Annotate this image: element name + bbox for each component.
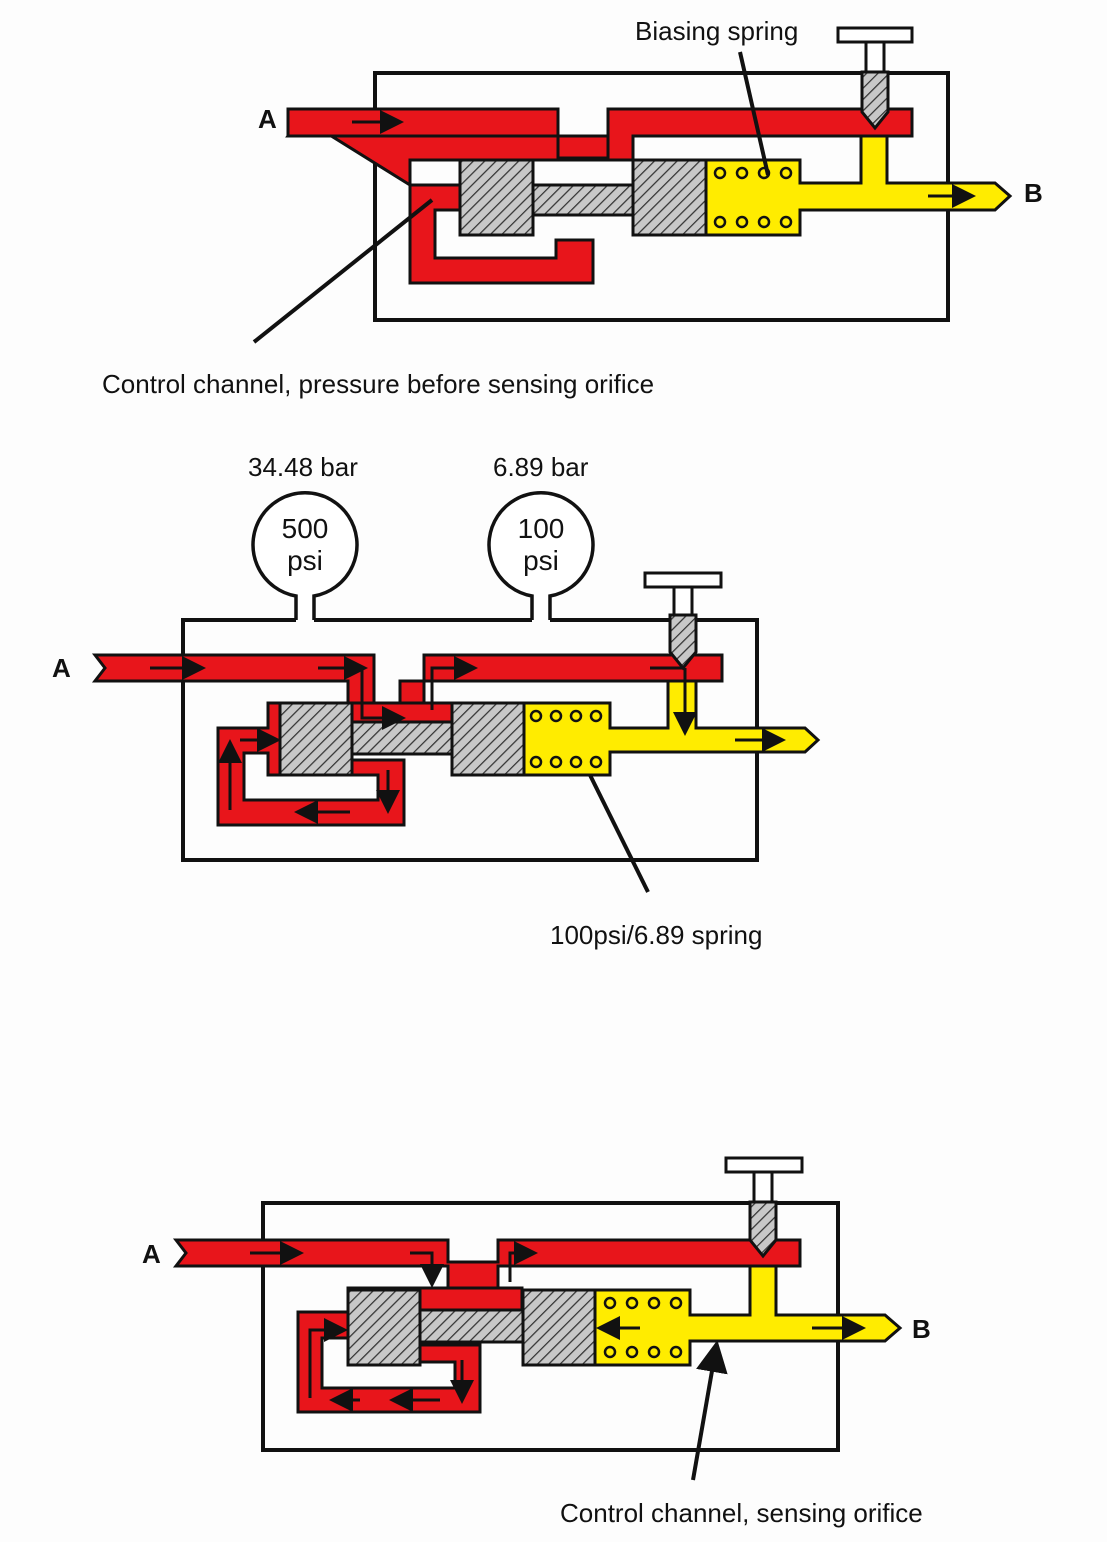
svg-text:500: 500: [282, 513, 329, 544]
port-b-label: B: [912, 1314, 931, 1344]
spring-coils: [713, 166, 793, 229]
spool-land-right: [521, 1288, 597, 1367]
adjustment-screw: [643, 571, 723, 671]
adjustment-screw: [836, 26, 914, 131]
top-valve: A B Biasing spring Control channel, pres…: [102, 16, 1043, 399]
spool-stem: [418, 1308, 525, 1344]
port-a-label: A: [258, 104, 277, 134]
bottom-valve: A B Control channel, sensing orifice: [142, 1156, 931, 1528]
gauge-left-bar: 34.48 bar: [248, 452, 358, 482]
spool-land-left: [278, 701, 354, 777]
spool-land-right: [450, 701, 526, 777]
high-pressure-channel: [91, 653, 724, 705]
spool-land-left: [458, 158, 535, 237]
spool-stem: [531, 183, 635, 217]
valve-body: [181, 618, 759, 862]
spool-stem: [350, 720, 454, 756]
gauge-right-bar: 6.89 bar: [493, 452, 589, 482]
spring-coils: [529, 709, 603, 769]
adjustment-screw: [724, 1156, 804, 1259]
port-b-label: B: [1024, 178, 1043, 208]
svg-text:psi: psi: [523, 545, 559, 576]
spring-coils: [603, 1296, 683, 1359]
sensing-orifice-label: Control channel, sensing orifice: [560, 1498, 923, 1528]
svg-text:psi: psi: [287, 545, 323, 576]
middle-valve: 34.48 bar 6.89 bar 500 psi 100 psi: [52, 452, 821, 950]
low-pressure-channel: [520, 679, 821, 777]
control-channel-label: Control channel, pressure before sensing…: [102, 369, 654, 399]
spool-land-right: [631, 158, 708, 237]
spool-land-left: [346, 1288, 422, 1367]
biasing-spring-label: Biasing spring: [635, 16, 798, 46]
svg-text:100: 100: [518, 513, 565, 544]
spring-label: 100psi/6.89 spring: [550, 920, 762, 950]
gauge-left: 500 psi: [251, 491, 359, 620]
low-pressure-channel: [703, 134, 1013, 237]
high-pressure-channel: [172, 1238, 802, 1290]
low-pressure-channel: [593, 1264, 903, 1367]
gauge-right: 100 psi: [487, 491, 595, 620]
port-a-label: A: [52, 653, 71, 683]
port-a-label: A: [142, 1239, 161, 1269]
